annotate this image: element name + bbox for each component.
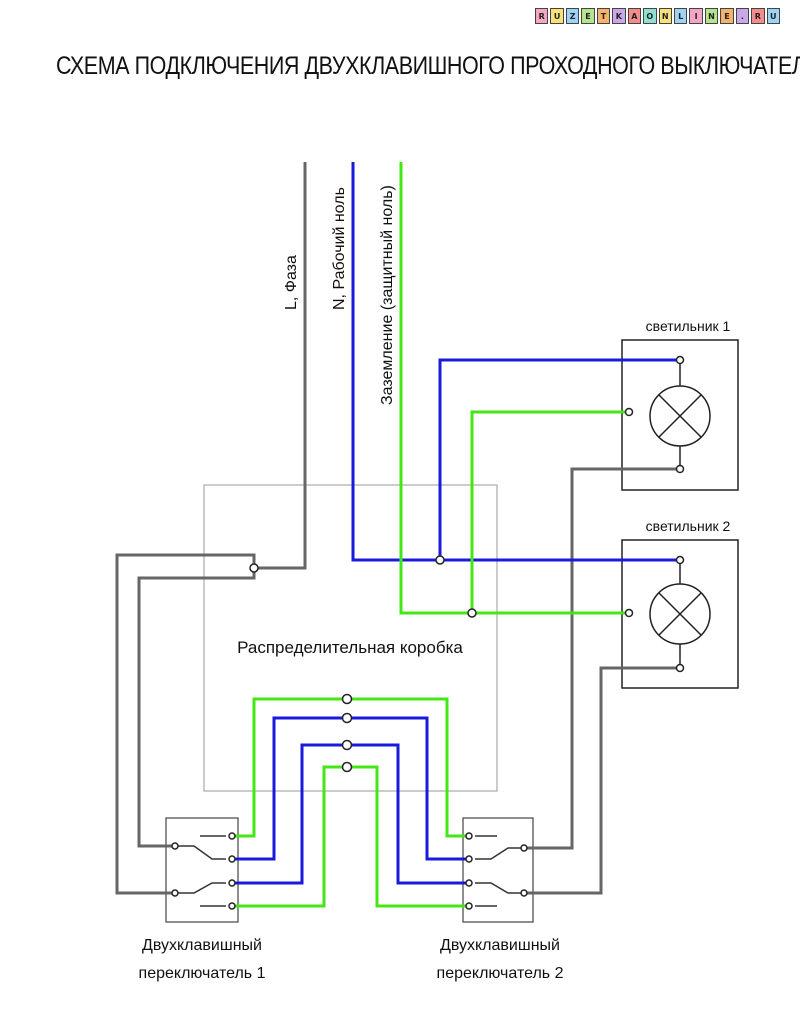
lamp-1: светильник 1 <box>621 318 739 491</box>
logo-letter-tile: K <box>612 8 626 24</box>
logo-letter-tile: N <box>704 8 719 24</box>
terminals <box>171 355 685 910</box>
lamp-2: светильник 2 <box>621 518 739 689</box>
logo-letter-tile: U <box>766 8 780 24</box>
logo-letter-tile: T <box>596 8 611 24</box>
switch-1-box <box>165 817 239 923</box>
switch-2-label-line1: Двухклавишный <box>440 937 560 954</box>
logo-letter-tile: R <box>535 8 549 24</box>
switch-1-label-line1: Двухклавишный <box>142 937 262 954</box>
logo-letter-tile: N <box>658 8 672 24</box>
lamp-2-label: светильник 2 <box>646 518 731 534</box>
switch-1-contacts <box>178 835 226 907</box>
logo-letter-tile: A <box>627 8 642 24</box>
lamp-1-label: светильник 1 <box>646 318 731 334</box>
distribution-box <box>203 484 498 792</box>
logo-letter-tile: L <box>673 8 688 24</box>
distribution-box-label: Распределительная коробка <box>237 638 463 657</box>
logo-letter-tile: I <box>689 8 703 24</box>
ground-label: Заземление (защитный ноль) <box>379 185 396 405</box>
logo-letter-tile: O <box>643 8 657 24</box>
neutral-label: N, Рабочий ноль <box>331 187 348 310</box>
switch-2-box <box>462 817 534 923</box>
switch-2-label-line2: переключатель 2 <box>437 965 564 982</box>
page-title: СХЕМА ПОДКЛЮЧЕНИЯ ДВУХКЛАВИШНОГО ПРОХОДН… <box>56 52 800 80</box>
logo-letter-tile: Z <box>565 8 580 24</box>
logo-letter-tile: R <box>751 8 765 24</box>
logo-letter-tile: E <box>720 8 734 24</box>
logo-letter-tile: . <box>735 8 750 24</box>
phase-label: L, Фаза <box>283 255 300 310</box>
switch-1-label-line2: переключатель 1 <box>139 965 266 982</box>
logo-letter-tile: E <box>581 8 595 24</box>
logo-letter-tile: U <box>550 8 564 24</box>
phase-wires <box>115 162 680 895</box>
switch-2-contacts <box>475 835 521 907</box>
